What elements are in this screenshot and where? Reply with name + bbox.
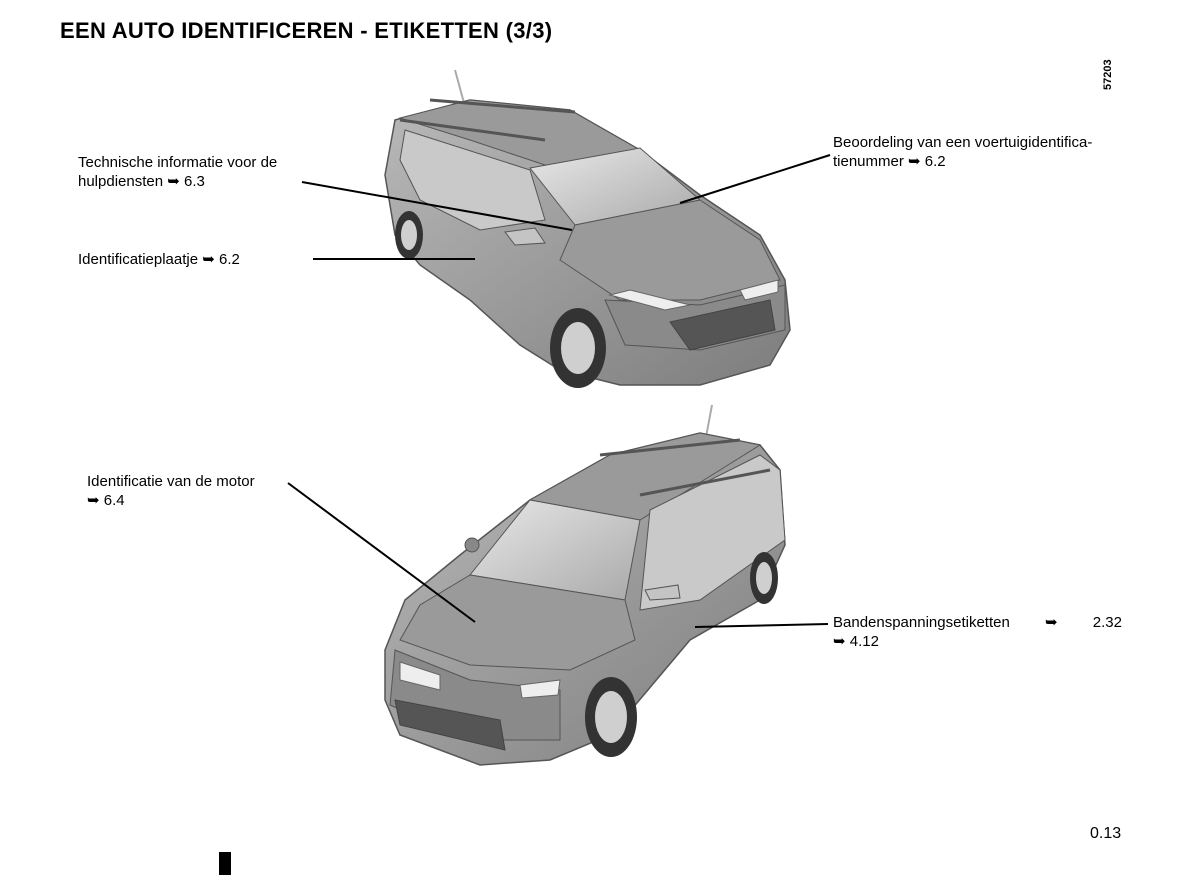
leader-tyre-pressure — [694, 623, 829, 628]
label-tyre-pressure: Bandenspanningsetiketten ➥ 2.32 ➥ 4.12 — [833, 613, 1122, 651]
label-engine-id-line1: Identificatie van de motor — [87, 473, 255, 490]
leader-technical-info — [301, 181, 573, 231]
page-edge-marker — [219, 852, 231, 875]
leader-vin — [679, 154, 831, 204]
right-arrow-icon: ➥ — [1045, 614, 1058, 631]
label-tyre-pressure-line2: ➥ 4.12 — [833, 633, 879, 650]
label-id-plate: Identificatieplaatje ➥ 6.2 — [78, 251, 240, 268]
label-tyre-pressure-text: Bandenspanningsetiketten — [833, 614, 1010, 631]
label-technical-info-line1: Technische informatie voor de — [78, 154, 278, 171]
label-vin: Beoordeling van een voertuigidentifica- … — [833, 133, 1092, 171]
label-technical-info: Technische informatie voor de hulpdienst… — [78, 153, 277, 191]
label-engine-id: Identificatie van de motor ➥ 6.4 — [87, 472, 255, 510]
label-technical-info-line2: hulpdiensten ➥ 6.3 — [78, 173, 205, 190]
car-bottom-illustration — [384, 404, 786, 766]
car-top-illustration — [384, 69, 791, 388]
page-number: 0.13 — [1090, 825, 1122, 842]
label-vin-line2: tienummer ➥ 6.2 — [833, 153, 946, 170]
leader-engine-id — [287, 482, 476, 623]
label-vin-line1: Beoordeling van een voertuigidentifica- — [833, 134, 1093, 151]
label-tyre-pressure-ref: 2.32 — [1092, 614, 1122, 631]
label-tyre-pressure-line1: Bandenspanningsetiketten ➥ 2.32 — [833, 613, 1122, 632]
label-engine-id-line2: ➥ 6.4 — [87, 492, 125, 509]
page-title: EEN AUTO IDENTIFICEREN - ETIKETTEN (3/3) — [60, 18, 553, 43]
